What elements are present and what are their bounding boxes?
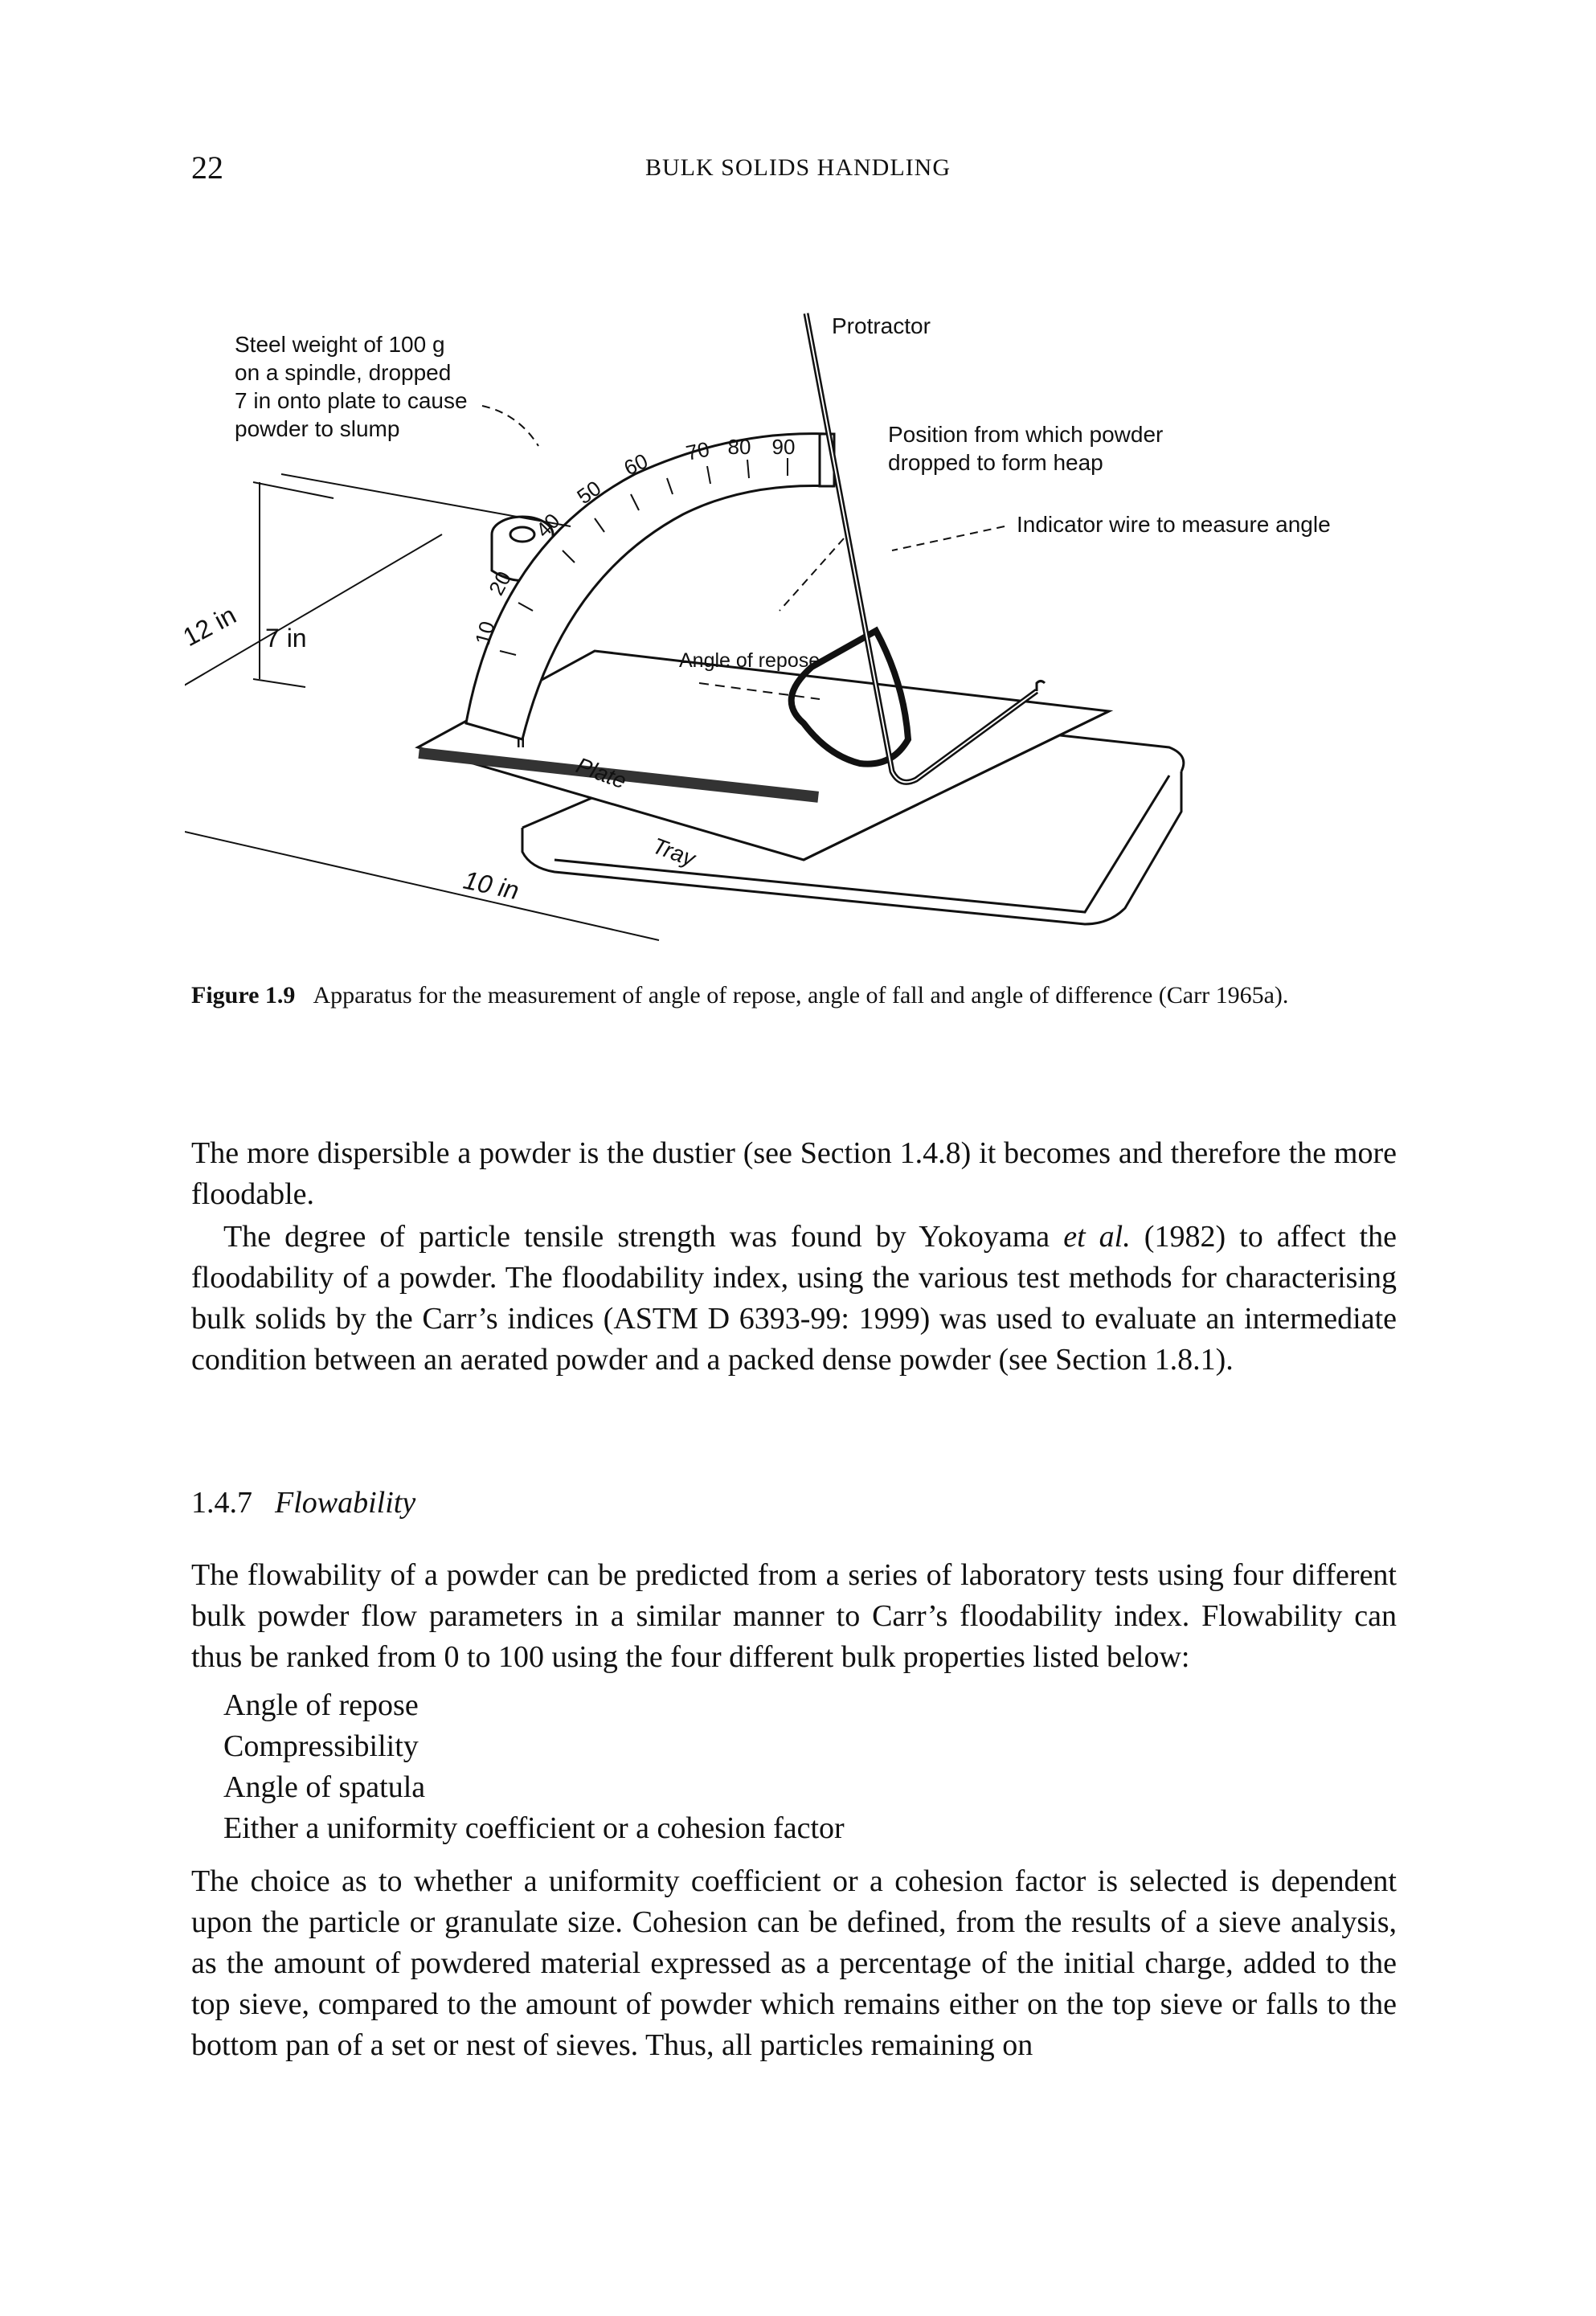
plate-edge (418, 747, 819, 803)
scale-tick-label: 80 (728, 435, 751, 459)
caption-text: Apparatus for the measurement of angle o… (313, 982, 1289, 1009)
dim-10in-line (185, 831, 660, 941)
citation-et-al: et al. (1063, 1220, 1131, 1254)
tray-rim (522, 706, 1185, 829)
paragraph-text: The degree of particle tensile strength … (223, 1220, 1064, 1254)
protractor-label: Protractor (832, 313, 931, 338)
weight-leader (481, 405, 539, 447)
weight-label-line3: 7 in onto plate to cause (235, 388, 468, 413)
list-item: Angle of spatula (223, 1770, 426, 1804)
weight-label-line2: on a spindle, dropped (235, 360, 451, 385)
scale-tick-label: 90 (772, 435, 796, 459)
weight-label-line4: powder to slump (235, 416, 399, 441)
tray-outline (521, 771, 1183, 926)
repose-baseline (698, 682, 821, 700)
tray-label: Tray (649, 833, 700, 872)
position-label-line1: Position from which powder (888, 422, 1163, 447)
bulk-properties-list: Angle of repose Compressibility Angle of… (223, 1685, 845, 1849)
figure-caption: Figure 1.9 Apparatus for the measurement … (191, 979, 1397, 1013)
section-number: 1.4.7 (191, 1486, 252, 1520)
dim-10in-label: 10 in (461, 865, 522, 906)
list-item: Either a uniformity coefficient or a coh… (223, 1811, 845, 1845)
dim-12in-line (185, 534, 443, 686)
paragraph-flowability: The flowability of a powder can be predi… (191, 1558, 1397, 1674)
paragraph-tensile-strength: The degree of particle tensile strength … (191, 1217, 1397, 1381)
paragraph-text: (1982) to affect the floodability of a p… (191, 1220, 1397, 1377)
apparatus-figure: 10 20 40 50 60 70 80 90 Steel weight of … (185, 233, 1414, 956)
scale-tick-label: 70 (684, 437, 712, 465)
list-item: Compressibility (223, 1729, 419, 1763)
dim-12in-label: 12 in (185, 600, 241, 652)
weight-label-line1: Steel weight of 100 g (235, 332, 445, 357)
indicator-label: Indicator wire to measure angle (1017, 512, 1331, 537)
dim-7in-label: 7 in (265, 624, 307, 653)
powder-heap (788, 626, 912, 767)
page-number: 22 (191, 149, 223, 186)
repose-leader (779, 538, 845, 612)
running-head: BULK SOLIDS HANDLING (645, 154, 951, 181)
indicator-leader (891, 526, 1005, 551)
apparatus-diagram: 10 20 40 50 60 70 80 90 Steel weight of … (185, 313, 1331, 941)
list-item: Angle of repose (223, 1688, 419, 1722)
paragraph-cohesion: The choice as to whether a uniformity co… (191, 1864, 1397, 2062)
angle-of-repose-label: Angle of repose (679, 649, 820, 672)
paragraph-dispersible: The more dispersible a powder is the dus… (191, 1136, 1397, 1211)
figure-label: Figure 1.9 (191, 982, 296, 1009)
position-label-line2: dropped to form heap (888, 450, 1103, 475)
section-title: Flowability (275, 1486, 416, 1520)
section-heading: 1.4.7 Flowability (191, 1485, 415, 1520)
